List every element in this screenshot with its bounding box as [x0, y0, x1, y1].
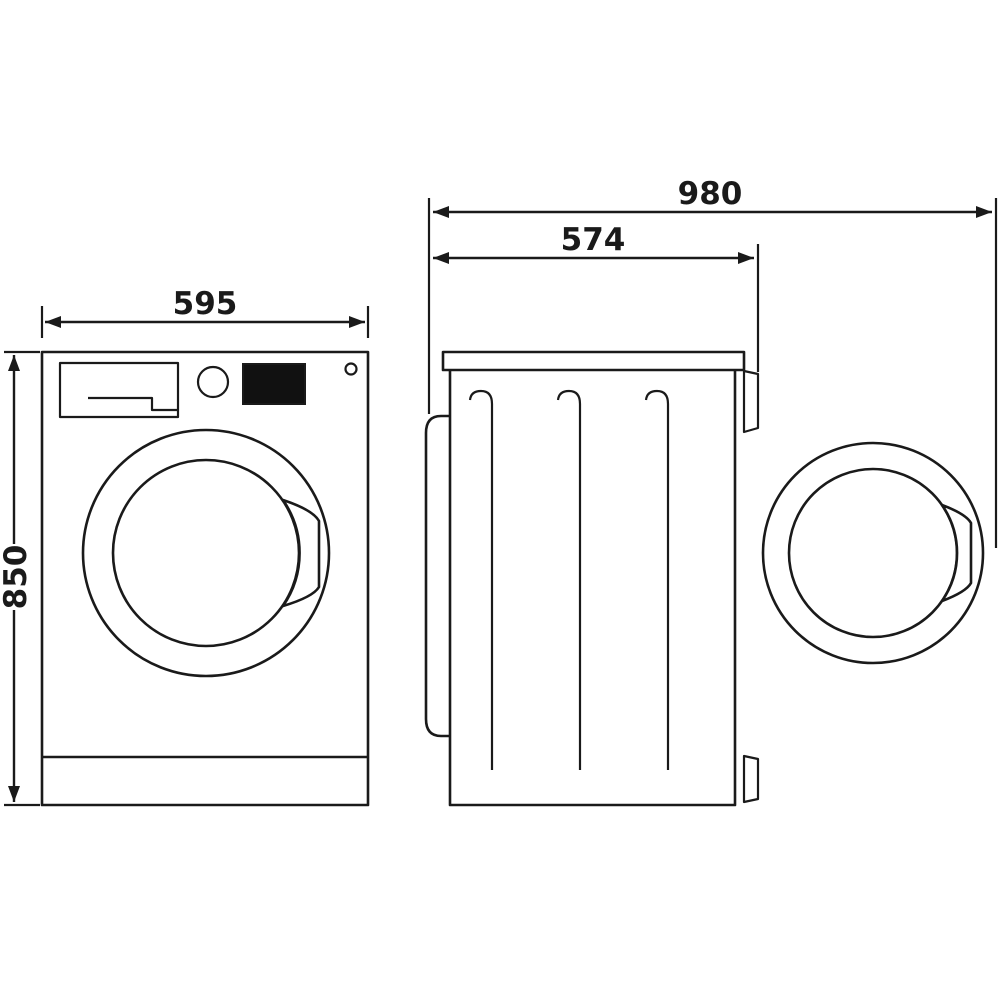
- height-label-mask: [0, 544, 34, 610]
- dimension-width: 595: [40, 286, 370, 338]
- door-outer-circle: [81, 428, 331, 678]
- panel-groove-line-2: [556, 389, 582, 770]
- open-door-handle: [940, 503, 973, 603]
- width-dimension-label: 595: [173, 286, 238, 322]
- open-door-outer-circle: [761, 441, 985, 665]
- front-body-outline: [40, 350, 370, 807]
- drawer-handle-line: [88, 396, 177, 412]
- door-handle: [281, 498, 321, 608]
- front-view: [40, 350, 370, 807]
- door-hinge-top: [742, 369, 760, 434]
- door-inner-circle: [111, 458, 301, 648]
- panel-groove-line-3: [644, 389, 670, 770]
- height-dimension-label: 850: [0, 545, 34, 610]
- indicator-light: [344, 362, 358, 376]
- open-door-inner-circle: [787, 467, 959, 639]
- control-knob: [196, 365, 230, 399]
- dimension-height: 850: [0, 350, 40, 807]
- door-hinge-bottom: [742, 754, 760, 804]
- panel-groove-line-1: [468, 389, 494, 770]
- side-body-outline: [448, 370, 737, 807]
- back-bulge: [424, 414, 450, 738]
- side-lid: [441, 350, 746, 372]
- depth-dimension-label: 574: [561, 222, 626, 258]
- depth-open-dimension-label: 980: [678, 176, 743, 212]
- detergent-drawer: [58, 361, 180, 419]
- dimension-depth: 574: [433, 222, 760, 372]
- display-panel: [242, 363, 306, 405]
- dimension-depth-door-open: 980: [427, 176, 998, 548]
- side-view: [424, 350, 985, 807]
